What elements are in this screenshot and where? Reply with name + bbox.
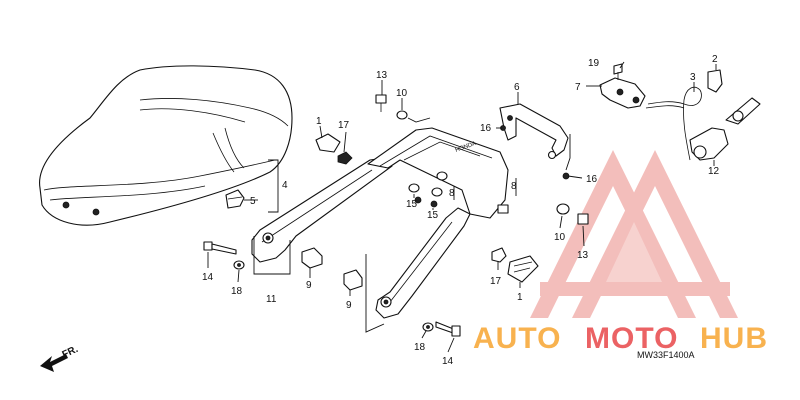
callout-labels: 19 2 7 3 6 13 10 16 1 17 12 4 5 8 8 16 1… — [202, 54, 720, 367]
callout-2: 2 — [712, 54, 718, 65]
bolt-13-right — [577, 213, 589, 225]
bolt-15-a — [414, 196, 422, 204]
collar-10-right — [556, 203, 570, 215]
seat-lock-cable — [645, 86, 702, 161]
callout-6: 6 — [514, 82, 520, 93]
nut-17-bottom — [491, 247, 507, 263]
callout-17-bottom: 17 — [490, 276, 502, 287]
callout-10-top: 10 — [396, 88, 408, 99]
collar-9-left — [301, 247, 323, 269]
key-cylinder — [689, 97, 761, 161]
front-arrow-icon — [40, 354, 68, 372]
seat-lock-assembly — [599, 63, 646, 109]
callout-8-center: 8 — [449, 188, 455, 199]
callout-9-left: 9 — [306, 280, 312, 291]
callout-12: 12 — [708, 166, 720, 177]
rubber-pad-1-top — [315, 133, 341, 153]
seat-rubber-cushion — [225, 189, 245, 209]
callout-14-bottom: 14 — [442, 356, 454, 367]
bolt-13-top — [375, 94, 387, 112]
callout-13-right: 13 — [577, 250, 589, 261]
callout-14-left: 14 — [202, 272, 214, 283]
callout-5: 5 — [250, 196, 256, 207]
watermark-text-hub: HUB — [700, 322, 768, 355]
callout-16-right: 16 — [586, 174, 598, 185]
callout-9-center: 9 — [346, 300, 352, 311]
callout-1-bottom: 1 — [517, 292, 523, 303]
callout-18-bottom: 18 — [414, 342, 426, 353]
callout-18-left: 18 — [231, 286, 243, 297]
callout-16-top: 16 — [480, 123, 492, 134]
watermark-wordmark: AUTO MOTO HUB — [473, 322, 768, 355]
washer-18-bottom — [422, 322, 434, 332]
collar-10-top — [396, 110, 408, 120]
callout-4: 4 — [282, 180, 288, 191]
callout-3: 3 — [690, 72, 696, 83]
washer-18-left — [233, 260, 245, 270]
rubber-pad-1-bottom — [507, 255, 539, 283]
cable-clamp — [707, 69, 723, 93]
bolt-14-bottom — [435, 321, 461, 337]
callout-8-right: 8 — [511, 181, 517, 192]
diagram-code: MW33F1400A — [637, 350, 695, 360]
bolt-14-left — [203, 241, 237, 255]
callout-10-right: 10 — [554, 232, 566, 243]
callout-15-a: 15 — [406, 199, 418, 210]
nut-17-top — [337, 151, 353, 165]
callout-7: 7 — [575, 82, 581, 93]
seat-lock-bracket — [499, 103, 569, 160]
seat-assembly — [39, 65, 293, 226]
callout-19: 19 — [588, 58, 600, 69]
front-direction-indicator: FR. — [40, 344, 80, 372]
callout-11: 11 — [266, 294, 277, 305]
watermark-text-auto: AUTO — [473, 322, 561, 355]
callout-17-top: 17 — [338, 120, 350, 131]
watermark-triangle-logo — [530, 150, 738, 318]
collar-9-center — [343, 269, 363, 291]
callout-15-b: 15 — [427, 210, 439, 221]
callout-13-top: 13 — [376, 70, 388, 81]
leader-lines — [207, 61, 717, 353]
watermark-text-moto: MOTO — [585, 322, 678, 355]
bolt-15-b — [430, 200, 438, 208]
seat-rail-frame: HONDA — [251, 127, 509, 319]
callout-1-top: 1 — [316, 116, 322, 127]
front-direction-label: FR. — [61, 344, 80, 361]
